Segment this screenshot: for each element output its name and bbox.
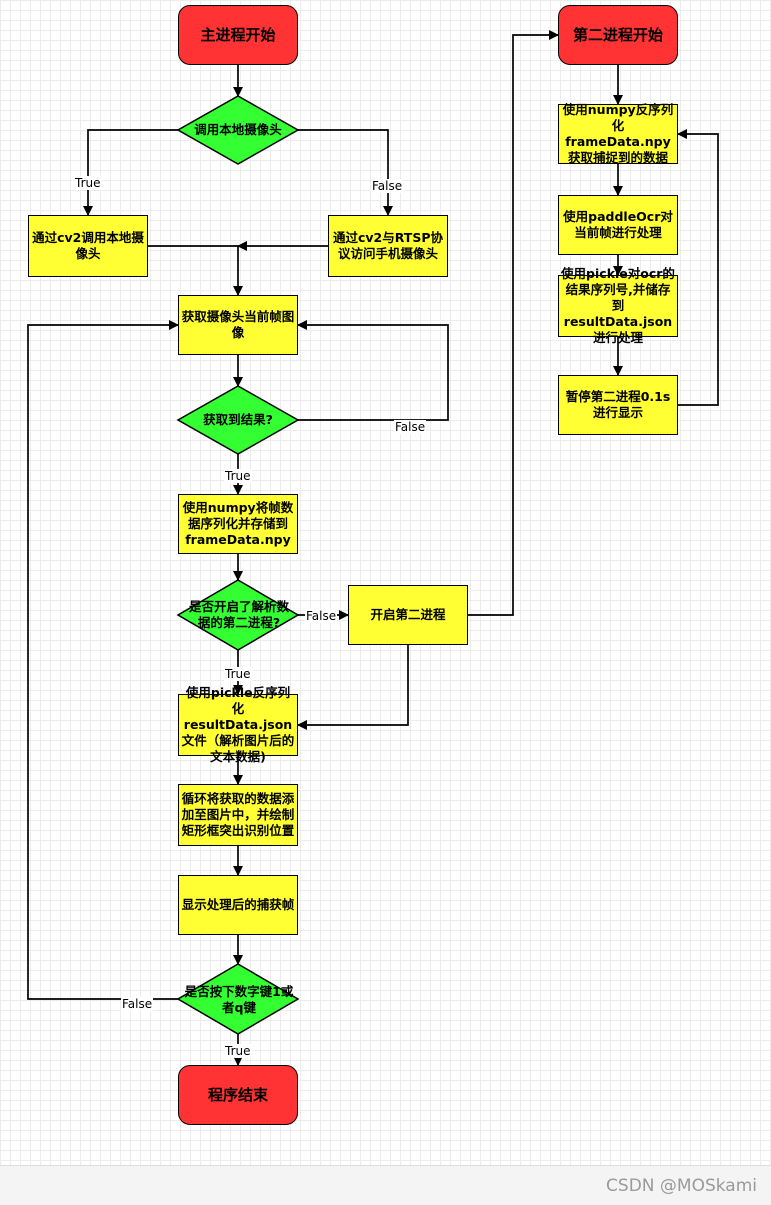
rtsp-cam-node: 通过cv2与RTSP协议访问手机摄像头 — [328, 215, 448, 277]
edge-false-loop-back — [297, 320, 449, 421]
edge-pause-loop-back — [677, 129, 719, 406]
pickle-save-node: 使用pickle对ocr的结果序列号,并储存到resultData.json进行… — [558, 266, 678, 345]
label-false-rtsp: False — [371, 179, 404, 193]
edge-start-second-to-pickle — [297, 645, 409, 730]
decision-result-text: 获取到结果? — [203, 412, 273, 427]
edge-key-false-loop — [27, 320, 179, 1000]
decision-key-text: 是否按下数字键1或者q键 — [184, 984, 294, 1015]
edge-false-to-rtsp — [298, 129, 393, 216]
start-second-node: 开启第二进程 — [348, 585, 468, 645]
label-false-key: False — [121, 997, 154, 1011]
load-npy-node: 使用numpy反序列化frameData.npy获取捕捉到的数据 — [558, 102, 678, 165]
footer-bar: CSDN @MOSkami — [0, 1165, 771, 1205]
load-pickle-node: 使用pickle反序列化resultData.json文件（解析图片后的文本数据… — [178, 685, 298, 764]
paddle-node: 使用paddleOcr对当前帧进行处理 — [558, 195, 678, 255]
get-frame-node: 获取摄像头当前帧图像 — [178, 295, 298, 355]
label-true-key: True — [224, 1044, 252, 1058]
label-false-result: False — [394, 420, 427, 434]
decision-second-text: 是否开启了解析数据的第二进程? — [188, 599, 289, 630]
show-frame-node: 显示处理后的捕获帧 — [178, 875, 298, 935]
main-start-node: 主进程开始 — [178, 5, 298, 65]
label-false-second: False — [305, 609, 338, 623]
end-node: 程序结束 — [178, 1065, 298, 1125]
second-start-node: 第二进程开始 — [558, 5, 678, 65]
label-true-local: True — [74, 176, 102, 190]
pause-node: 暂停第二进程0.1s进行显示 — [558, 375, 678, 435]
csdn-watermark: CSDN @MOSkami — [606, 1176, 757, 1196]
edge-true-to-local — [83, 129, 178, 216]
label-true-second: True — [224, 667, 252, 681]
local-cam-node: 通过cv2调用本地摄像头 — [28, 215, 148, 277]
draw-loop-node: 循环将获取的数据添加至图片中，并绘制矩形框突出识别位置 — [178, 784, 298, 846]
label-true-result: True — [224, 469, 252, 483]
decision-diamond-local-cam — [176, 95, 300, 165]
connector-layer — [27, 30, 719, 1066]
flowchart-canvas: True False False True False True False T… — [0, 0, 771, 1165]
edge-local-to-frame — [148, 245, 243, 296]
save-npy-node: 使用numpy将帧数据序列化并存储到frameData.npy — [178, 494, 298, 554]
edge-start-second-to-second-start — [468, 30, 559, 616]
decision-local-cam-text: 调用本地摄像头 — [194, 122, 282, 137]
